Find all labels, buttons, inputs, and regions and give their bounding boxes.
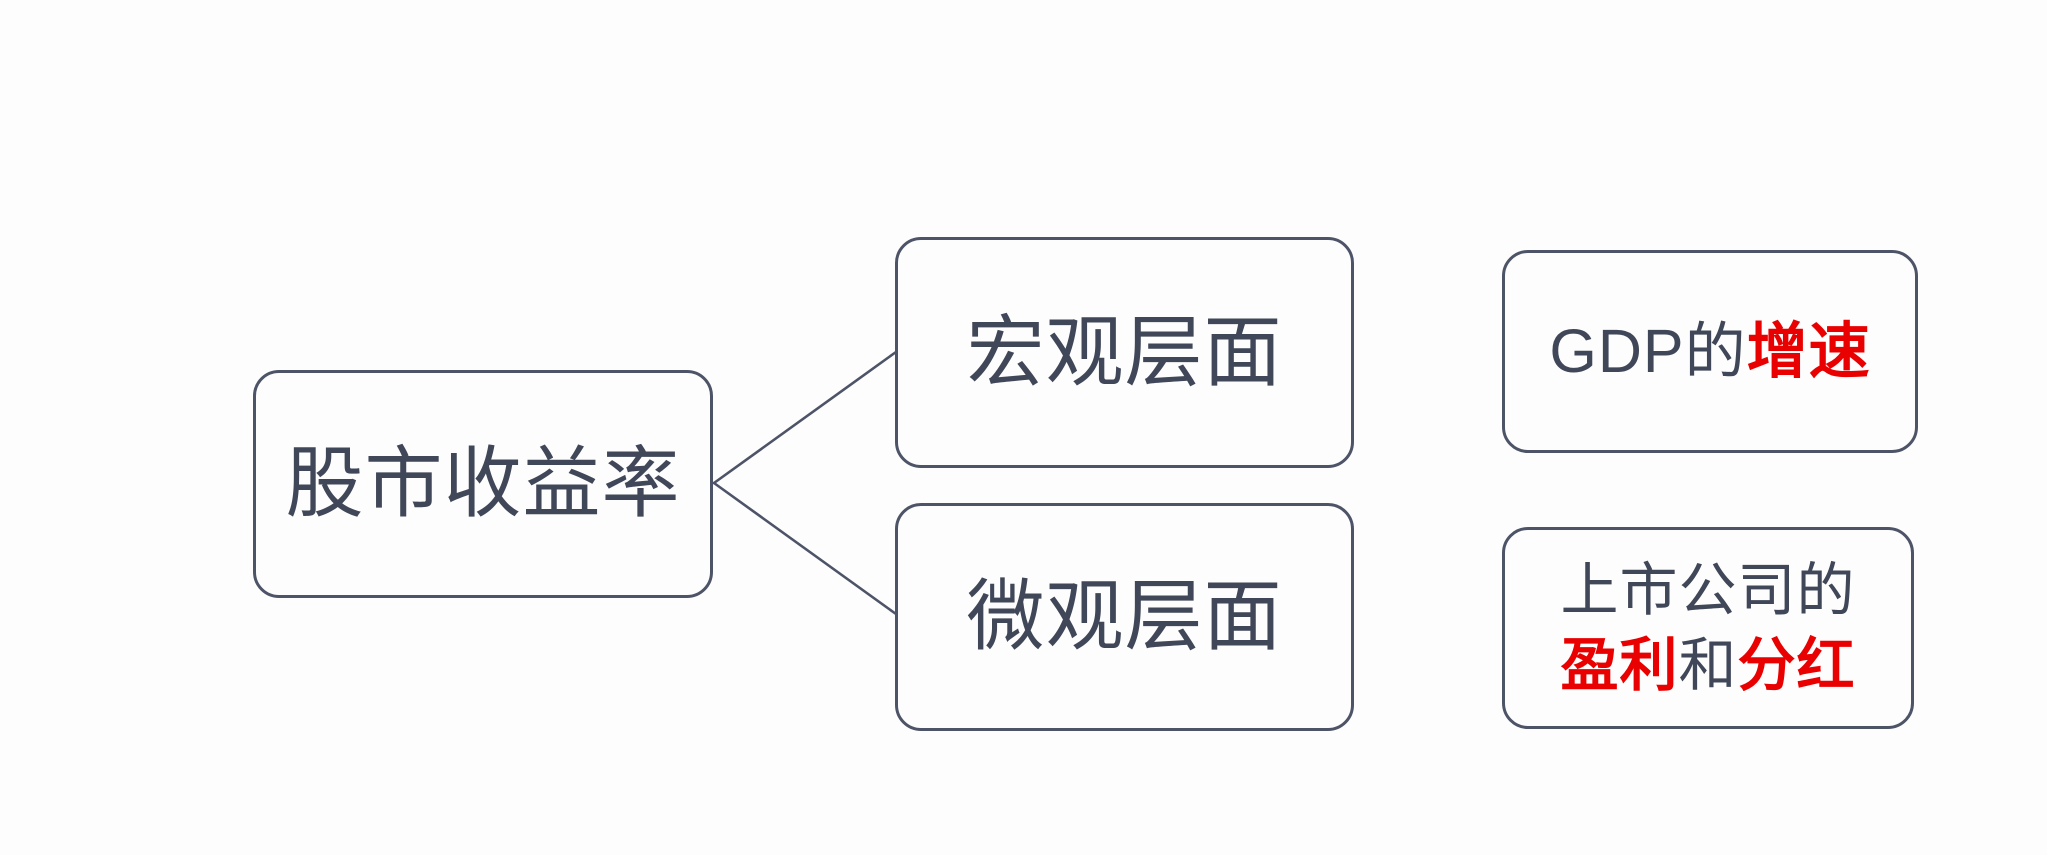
node-micro-level: 微观层面 <box>895 503 1354 731</box>
node-company-profit-dividend-label: 上市公司的 盈利和分红 <box>1560 553 1855 704</box>
node-gdp-growth-label: GDP的增速 <box>1549 313 1870 389</box>
node-macro-level: 宏观层面 <box>895 237 1354 468</box>
node-stock-market-return: 股市收益率 <box>253 370 713 598</box>
node-stock-market-return-label: 股市收益率 <box>285 439 681 528</box>
gdp-growth-emphasis-text: 增速 <box>1746 317 1871 386</box>
node-macro-level-label: 宏观层面 <box>966 307 1283 396</box>
gdp-prefix-text: GDP的 <box>1549 317 1747 386</box>
company-and-text: 和 <box>1678 633 1738 698</box>
connector-root-to-micro <box>712 481 898 616</box>
node-gdp-growth: GDP的增速 <box>1502 250 1918 453</box>
company-profit-emphasis-text: 盈利 <box>1560 633 1679 698</box>
company-dividend-emphasis-text: 分红 <box>1737 633 1856 698</box>
node-micro-level-label: 微观层面 <box>966 572 1283 661</box>
company-line1-text: 上市公司的 <box>1560 557 1856 623</box>
node-company-profit-dividend: 上市公司的 盈利和分红 <box>1502 527 1914 729</box>
connector-root-to-macro <box>712 350 898 485</box>
